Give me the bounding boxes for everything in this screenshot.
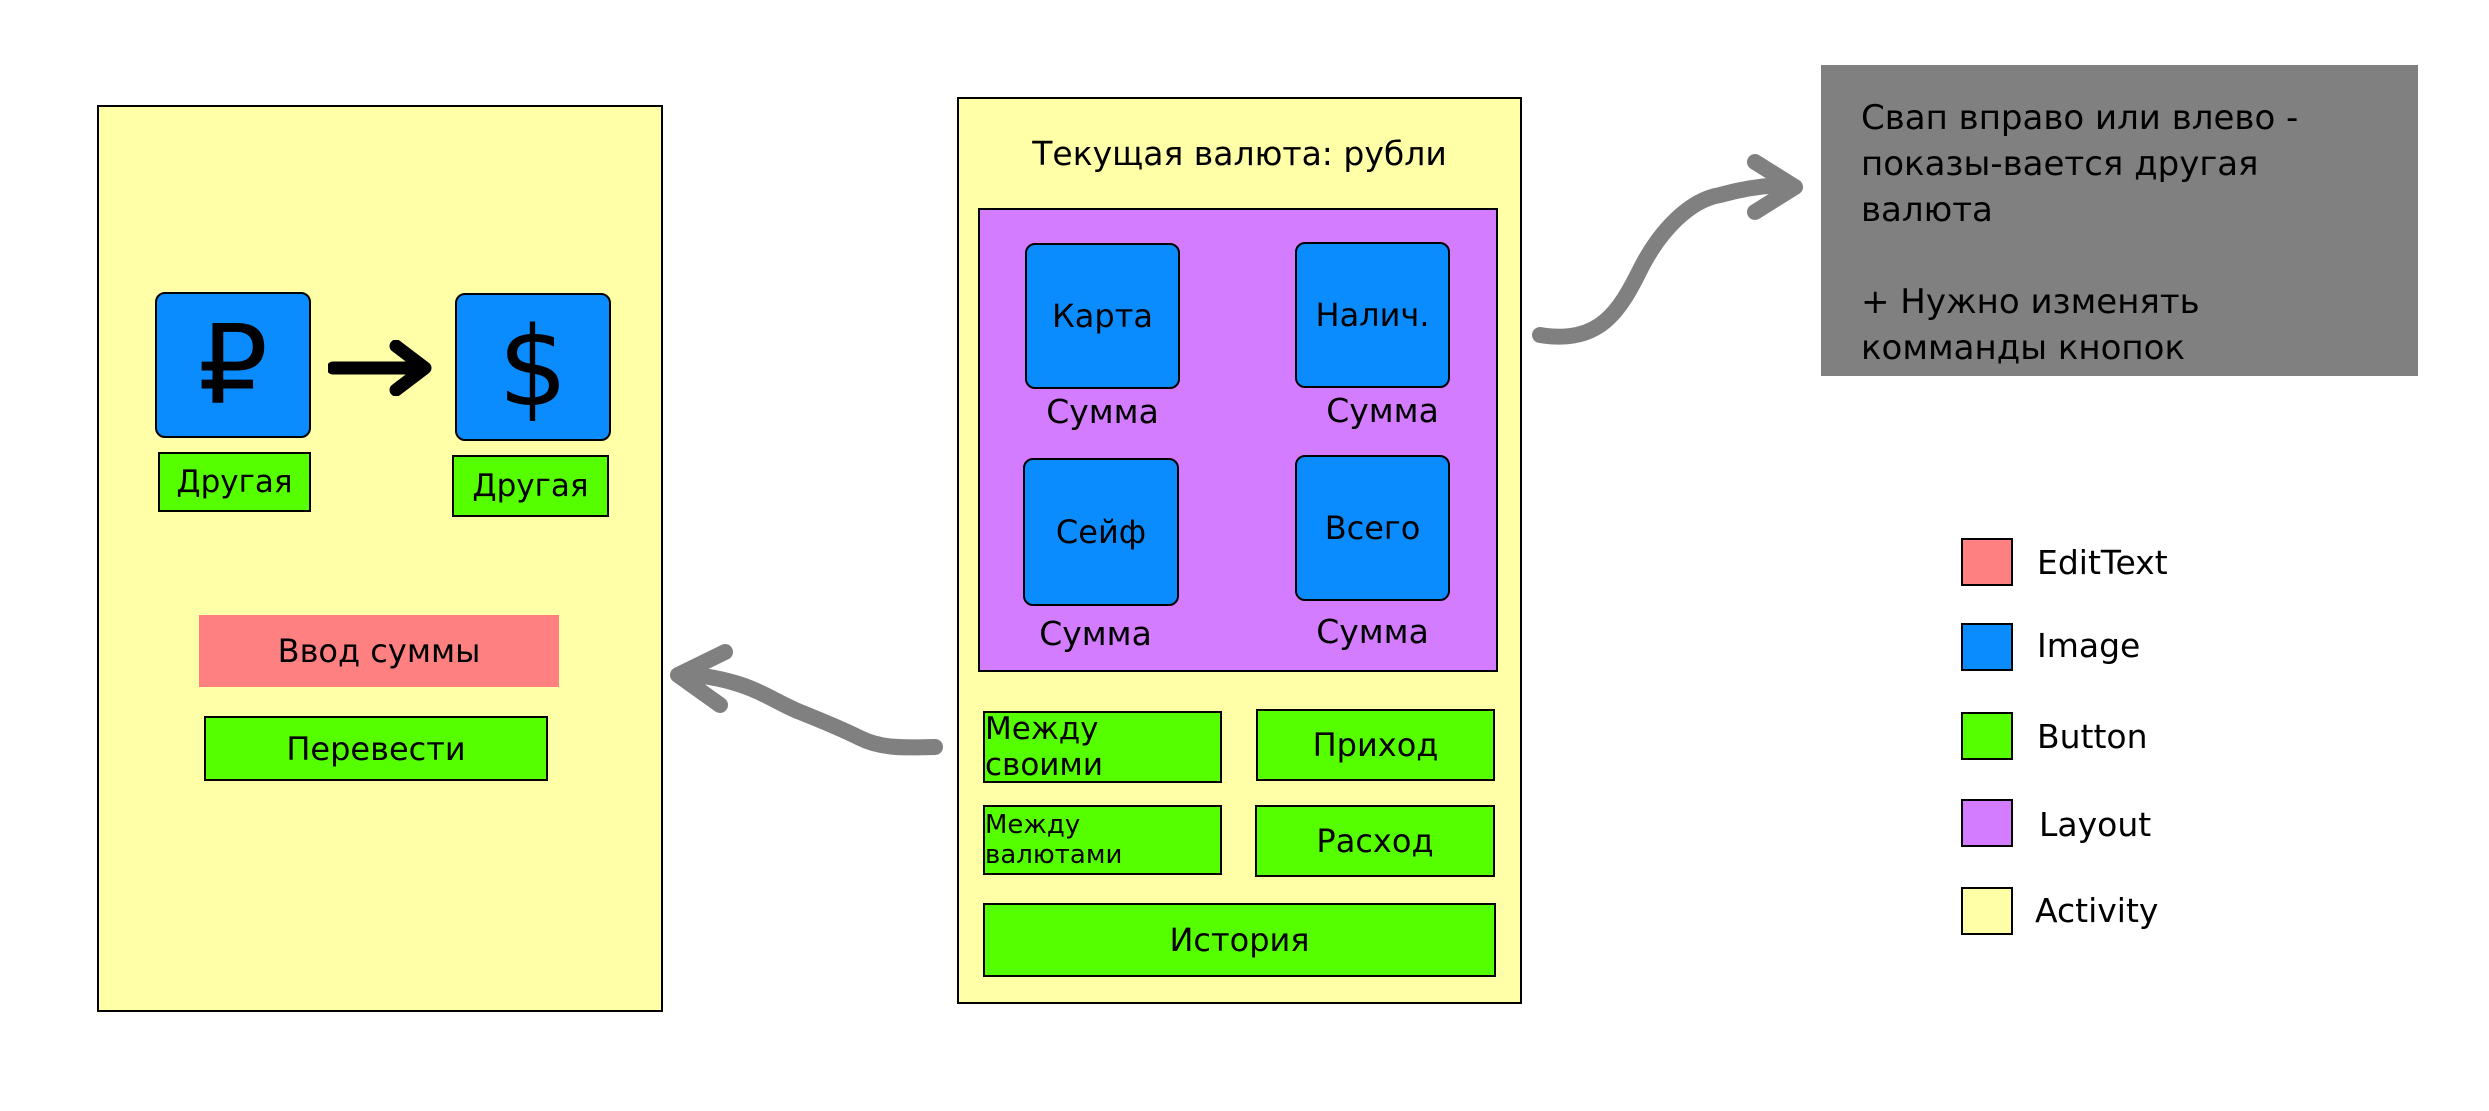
swipe-note: Свап вправо или влево - показы-вается др… (1821, 65, 2418, 376)
legend-label-layout: Layout (2039, 805, 2152, 844)
arrow-to-left-activity (677, 667, 943, 756)
legend-label-button: Button (2037, 717, 2148, 756)
current-currency-title: Текущая валюта: рубли (1032, 134, 1447, 173)
legend-label-activity: Activity (2035, 891, 2159, 930)
arrowhead-to-left-activity (670, 644, 733, 713)
card-sum-label: Сумма (1046, 392, 1159, 431)
arrowhead-to-note (1747, 154, 1803, 220)
ruble-image: ₽ (155, 292, 311, 438)
legend-swatch-button (1961, 712, 2013, 760)
expense-button[interactable]: Расход (1255, 805, 1495, 877)
total-tile-label: Всего (1324, 509, 1421, 547)
income-button[interactable]: Приход (1256, 709, 1495, 781)
dollar-image: $ (455, 293, 611, 441)
swipe-note-line1: Свап вправо или влево - показы-вается др… (1861, 98, 2299, 230)
cash-tile-label: Налич. (1315, 296, 1430, 334)
legend-swatch-image (1961, 623, 2013, 671)
cash-sum-label: Сумма (1326, 391, 1439, 430)
legend-label-edittext: EditText (2037, 543, 2168, 582)
swipe-note-line2: + Нужно изменять комманды кнопок (1861, 282, 2200, 368)
amount-input[interactable]: Ввод суммы (199, 615, 559, 687)
safe-tile-label: Сейф (1055, 513, 1147, 551)
between-currencies-button[interactable]: Между валютами (983, 805, 1222, 875)
arrow-to-note (1532, 177, 1798, 345)
card-tile[interactable]: Карта (1025, 243, 1180, 389)
legend-swatch-activity (1961, 887, 2013, 935)
safe-tile[interactable]: Сейф (1023, 458, 1179, 606)
legend-swatch-layout (1961, 799, 2013, 847)
between-own-button[interactable]: Между своими (983, 711, 1222, 783)
right-arrow-icon (326, 339, 434, 397)
safe-sum-label: Сумма (1039, 614, 1152, 653)
dollar-icon: $ (498, 303, 568, 431)
other-from-currency-button[interactable]: Другая (158, 452, 311, 512)
legend-swatch-edittext (1961, 538, 2013, 586)
left-activity (97, 105, 663, 1012)
other-to-currency-button[interactable]: Другая (452, 455, 609, 517)
history-button[interactable]: История (983, 903, 1496, 977)
total-sum-label: Сумма (1316, 612, 1429, 651)
ruble-icon: ₽ (198, 301, 268, 429)
legend-label-image: Image (2037, 626, 2141, 665)
cash-tile[interactable]: Налич. (1295, 242, 1450, 388)
transfer-button[interactable]: Перевести (204, 716, 548, 781)
total-tile[interactable]: Всего (1295, 455, 1450, 601)
card-tile-label: Карта (1052, 297, 1153, 335)
